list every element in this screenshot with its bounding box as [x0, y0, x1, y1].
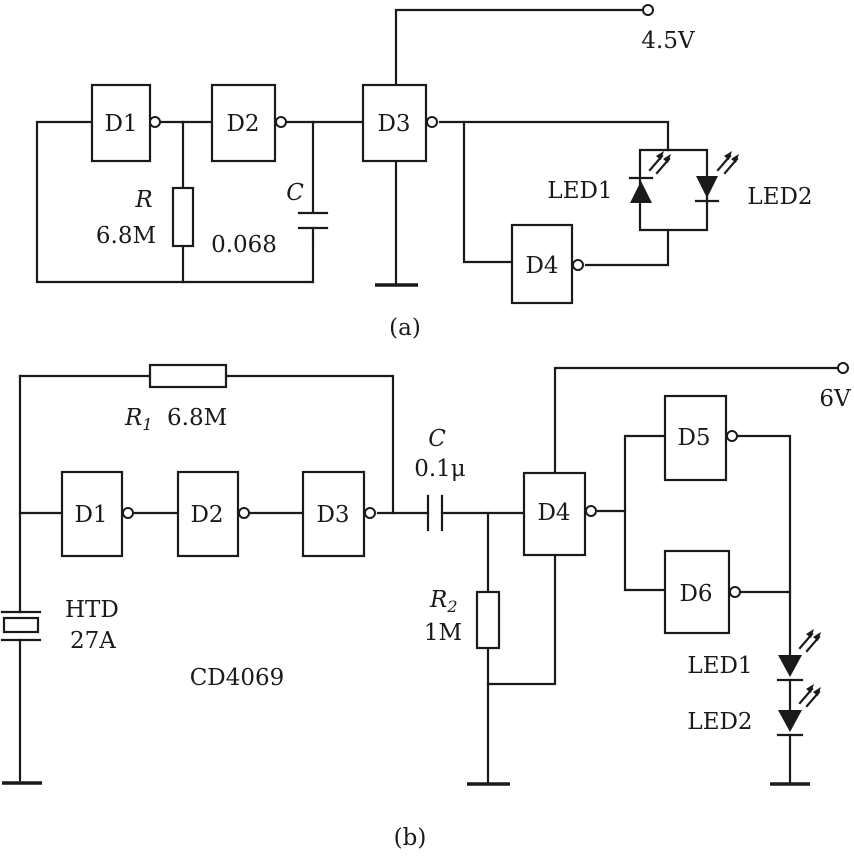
resistor-b-r1-value-label: 6.8M	[167, 405, 227, 431]
gate-b-d2	[176, 470, 240, 558]
gate-a-d2-label: D2	[226, 111, 259, 137]
supply-a-voltage-label: 4.5V	[641, 28, 695, 54]
gate-a-d4-bubble	[572, 259, 584, 271]
gate-a-d3-label: D3	[377, 111, 410, 137]
circuit-a: D1 D2 D3 D4 R 6.8M C 0.068 4.5V LED1 LED…	[35, 4, 813, 341]
wire-a-supply	[394, 8, 645, 94]
gate-a-d2-bubble	[275, 116, 287, 128]
led-a-led1-symbol	[628, 151, 671, 203]
wire-a-d4-in	[462, 120, 514, 264]
caption-b: (b)	[394, 825, 427, 851]
gate-b-d5-label: D5	[677, 425, 710, 451]
capacitor-b-symbol-label: C	[428, 426, 446, 452]
led-a-led2-symbol	[694, 151, 739, 203]
wire-a-feedback-loop	[35, 120, 315, 284]
resistor-b-r2-symbol-label: R2	[429, 587, 458, 616]
terminal-b-supply	[837, 362, 849, 374]
gate-b-d1-label: D1	[74, 502, 107, 528]
gate-a-d1	[90, 83, 152, 163]
gate-b-d2-bubble	[238, 507, 250, 519]
led-b-led2-label: LED2	[687, 709, 752, 735]
transducer-b-htd27a-symbol	[0, 610, 42, 642]
supply-b-voltage-label: 6V	[819, 386, 851, 412]
gate-b-d6-label: D6	[679, 581, 712, 607]
gate-b-d4	[522, 471, 587, 557]
wire-a-led-box	[638, 148, 709, 232]
wire-b-r1-right	[224, 374, 395, 515]
gate-b-d6-bubble	[729, 586, 741, 598]
gate-b-d4-bubble	[585, 505, 597, 517]
led-a-led1-label: LED1	[547, 178, 612, 204]
ic-part-number-label: CD4069	[190, 665, 285, 691]
led-a-led2-label: LED2	[747, 184, 812, 210]
gate-a-d3	[361, 83, 428, 163]
wire-b-r2-tap	[486, 553, 557, 686]
transducer-b-label-line2: 27A	[70, 628, 116, 654]
resistor-a-symbol-label: R	[134, 187, 152, 213]
gate-a-d4-label: D4	[525, 253, 558, 279]
capacitor-a-symbol-label: C	[286, 180, 304, 206]
gate-b-d3	[301, 470, 366, 558]
resistor-a	[171, 186, 195, 248]
wire-b-d5-out	[736, 434, 792, 657]
gate-b-d5	[663, 394, 728, 482]
caption-a: (a)	[389, 315, 421, 341]
terminal-a-supply	[642, 4, 654, 16]
gate-b-d4-label: D4	[537, 500, 570, 526]
gate-b-d1	[60, 470, 124, 558]
gate-a-d1-label: D1	[104, 111, 137, 137]
wire-b-supply	[553, 366, 840, 475]
capacitor-a-value-label: 0.068	[211, 232, 277, 258]
gate-b-d3-bubble	[364, 507, 376, 519]
resistor-b-r1	[148, 363, 228, 389]
led-b-led1-symbol	[776, 629, 821, 682]
resistor-a-value-label: 6.8M	[96, 223, 156, 249]
resistor-b-r2	[475, 590, 501, 650]
gate-b-d5-bubble	[726, 430, 738, 442]
gate-a-d4	[510, 223, 574, 305]
led-b-led2-symbol	[776, 684, 821, 737]
capacitor-b-value-label: 0.1μ	[414, 456, 466, 482]
gate-b-d1-bubble	[122, 507, 134, 519]
gate-b-d3-label: D3	[316, 502, 349, 528]
gate-a-d3-bubble	[426, 116, 438, 128]
wire-b-d5-d6-in	[623, 434, 667, 592]
gate-a-d1-bubble	[149, 116, 161, 128]
wire-a-d4-out	[584, 228, 670, 267]
resistor-b-r1-symbol-label: R1	[124, 405, 153, 434]
gate-a-d2	[210, 83, 277, 163]
transducer-b-label-line1: HTD	[65, 597, 119, 623]
gate-b-d6	[663, 549, 731, 635]
circuit-b: D1 D2 D3 D4 D5 D6 R1 6.8M R2 1M C 0.1μ H…	[0, 362, 851, 851]
resistor-b-r2-value-label: 1M	[424, 620, 462, 646]
wire-a-d3-out	[438, 120, 670, 152]
led-b-led1-label: LED1	[687, 653, 752, 679]
gate-b-d2-label: D2	[190, 502, 223, 528]
